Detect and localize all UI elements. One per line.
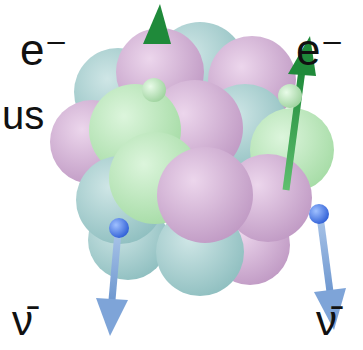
antineutrino-arrows: [96, 204, 346, 336]
nucleons: [50, 22, 334, 296]
nucleus-label: us: [2, 95, 44, 135]
electron-arrows: [142, 4, 316, 190]
antineutrino-label: ν̄: [316, 300, 337, 342]
electron-label: e⁻: [20, 28, 68, 72]
electron-label: e⁻: [296, 28, 344, 72]
antineutrino-label: ν̄: [12, 300, 33, 342]
